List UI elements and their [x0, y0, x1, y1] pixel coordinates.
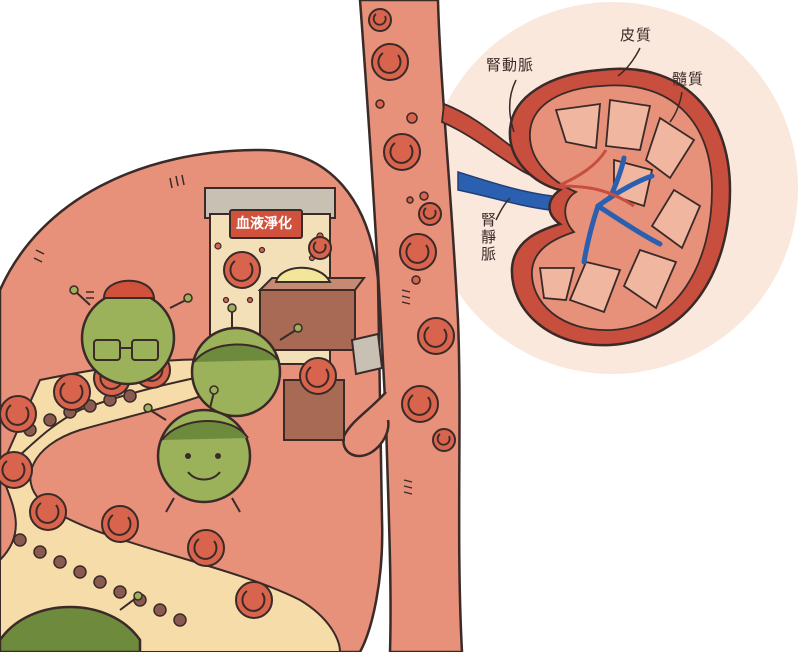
hat-icon	[102, 279, 156, 299]
red-blood-cell-icon	[418, 202, 442, 226]
red-blood-cell-icon	[368, 8, 392, 32]
red-blood-cell-icon	[371, 43, 409, 81]
red-blood-cell-icon	[299, 357, 337, 395]
germ-character-icon	[0, 279, 303, 652]
red-blood-cell-icon	[0, 451, 33, 489]
crate-icon	[257, 266, 366, 441]
kidney-arteries	[557, 149, 635, 208]
pipe	[350, 332, 384, 376]
renal-vein-label: 腎靜脈	[479, 212, 497, 263]
red-blood-cell-icon	[53, 373, 91, 411]
red-blood-cell-icon	[417, 317, 455, 355]
red-blood-cell-icon	[223, 251, 261, 289]
cortex-label: 皮質	[620, 26, 653, 44]
red-blood-cell-icon	[432, 428, 456, 452]
blood-vessel	[358, 0, 464, 652]
kidney-pyramids	[538, 98, 702, 314]
vessel-blood-cells	[368, 8, 456, 452]
red-blood-cell-icon	[235, 581, 273, 619]
red-blood-cell-icon	[101, 505, 139, 543]
body-hatch-marks	[33, 174, 185, 299]
red-blood-cell-icon	[29, 493, 67, 531]
sign-text: 血液淨化	[236, 216, 292, 232]
vessel-hatch-marks	[401, 289, 413, 495]
red-blood-cell-icon	[308, 236, 332, 260]
red-blood-cell-icon	[383, 133, 421, 171]
vessel-branch	[342, 391, 390, 458]
renal-artery-label: 腎動脈	[486, 56, 535, 74]
medulla-label: 髓質	[672, 70, 705, 88]
glasses-icon	[93, 339, 159, 361]
red-blood-cell-icon	[399, 233, 437, 271]
sign-board	[229, 209, 303, 239]
red-blood-cell-icon	[187, 529, 225, 567]
label-leader-lines	[495, 47, 683, 221]
red-blood-cell-icon	[401, 385, 439, 423]
kidney	[508, 67, 732, 347]
red-blood-cell-icon	[0, 395, 37, 433]
